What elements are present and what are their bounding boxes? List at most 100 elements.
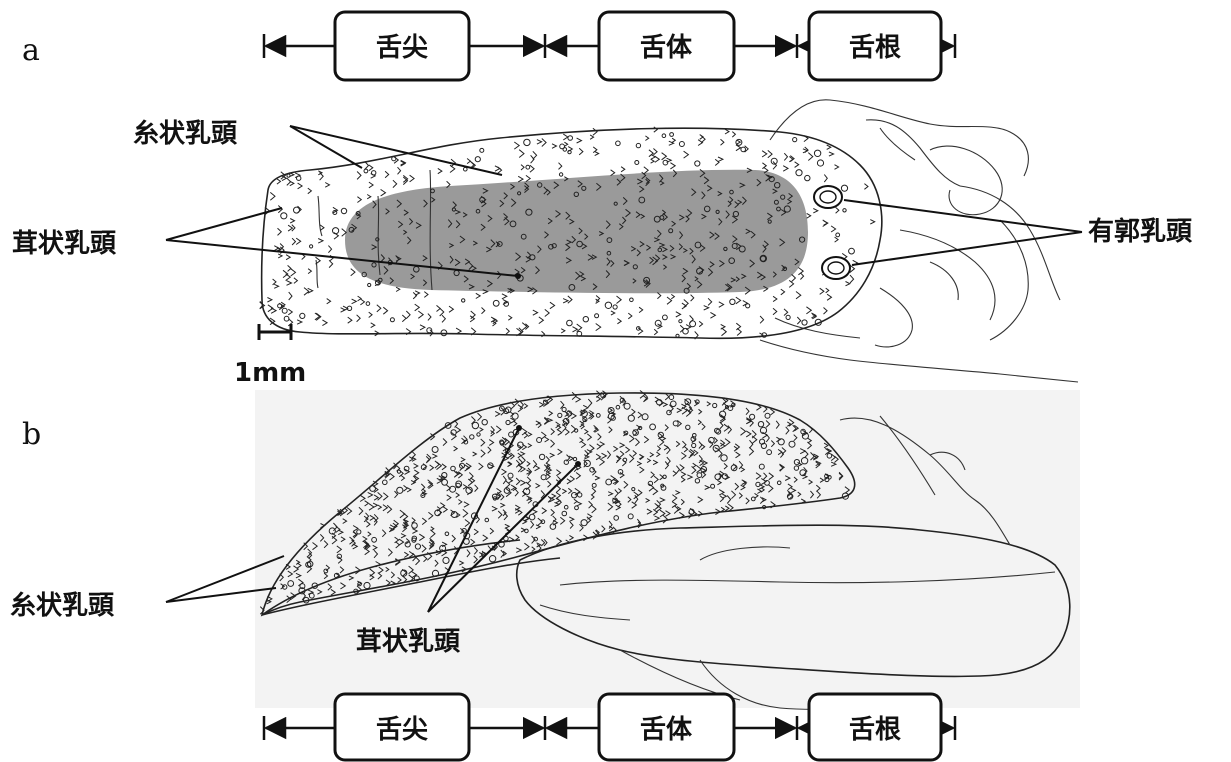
papilla-mark — [736, 297, 741, 304]
papilla-mark — [824, 308, 828, 315]
papilla-mark — [358, 296, 362, 301]
papilla-mark — [846, 282, 850, 286]
papilla-dot — [282, 308, 287, 313]
papilla-mark — [611, 170, 615, 176]
region-label-tip-a: 舌尖 — [376, 33, 428, 63]
region-ruler-b: 舌尖 舌体 舌根 — [264, 694, 955, 760]
papilla-mark — [722, 328, 727, 336]
papilla-mark — [530, 165, 534, 172]
papilla-mark — [743, 301, 748, 306]
papilla-dot — [613, 305, 617, 309]
papilla-mark — [385, 171, 389, 177]
tongue-base-tissue-a — [760, 100, 1078, 382]
papilla-mark — [438, 168, 442, 173]
papilla-mark — [286, 255, 290, 260]
papilla-mark — [393, 180, 397, 187]
papilla-mark — [542, 139, 546, 147]
papilla-dot — [676, 334, 679, 337]
papilla-mark — [415, 304, 420, 311]
papilla-mark — [691, 295, 694, 301]
papilla-mark — [410, 175, 415, 182]
papilla-mark — [835, 237, 839, 242]
papilla-mark — [398, 167, 401, 174]
papilla-mark — [651, 159, 655, 163]
papilla-mark — [670, 163, 675, 169]
papilla-dot — [635, 161, 639, 165]
label-fungiform-a: 茸状乳頭 — [12, 229, 117, 259]
panel-a: a 舌尖 舌体 舌根 — [12, 12, 1193, 388]
papilla-mark — [278, 228, 282, 235]
papilla-mark — [318, 239, 323, 244]
papilla-dot — [475, 157, 480, 162]
papilla-mark — [795, 162, 799, 168]
region-label-root-a: 舌根 — [849, 33, 901, 63]
papilla-dot — [368, 283, 371, 286]
papilla-mark — [437, 305, 441, 311]
papilla-mark — [796, 292, 801, 299]
papilla-mark — [808, 153, 813, 161]
papilla-mark — [721, 139, 724, 145]
papilla-mark — [710, 312, 715, 318]
papilla-mark — [568, 296, 572, 303]
papilla-mark — [773, 296, 777, 301]
papilla-mark — [781, 289, 785, 295]
papilla-dot — [364, 169, 368, 173]
papilla-mark — [288, 309, 292, 315]
papilla-dot — [605, 302, 611, 308]
papilla-mark — [732, 132, 735, 138]
papilla-mark — [654, 329, 657, 335]
papilla-mark — [450, 165, 455, 172]
papilla-mark — [563, 299, 568, 303]
papilla-mark — [760, 316, 764, 323]
papilla-mark — [298, 183, 303, 189]
papilla-mark — [508, 315, 512, 320]
papilla-dot — [730, 299, 735, 304]
papilla-dot — [662, 134, 666, 138]
papilla-mark — [792, 274, 796, 281]
papilla-mark — [291, 269, 296, 276]
scale-bar-label: 1mm — [234, 358, 306, 388]
papilla-mark — [773, 308, 777, 315]
papilla-mark — [369, 182, 373, 188]
papilla-dot — [663, 315, 668, 320]
papilla-mark — [325, 183, 329, 188]
papilla-mark — [424, 292, 428, 298]
papilla-mark — [737, 140, 741, 144]
papilla-mark — [784, 309, 788, 316]
label-filiform-b: 糸状乳頭 — [10, 591, 115, 621]
papilla-mark — [297, 320, 302, 324]
papilla-mark — [514, 142, 519, 149]
papilla-mark — [617, 296, 622, 304]
papilla-mark — [684, 151, 689, 158]
papilla-mark — [676, 312, 681, 317]
papilla-dot — [567, 320, 573, 326]
region-label-body-b: 舌体 — [640, 715, 693, 745]
papilla-mark — [621, 167, 625, 172]
papilla-mark — [360, 299, 364, 305]
papilla-mark — [294, 278, 298, 284]
papilla-dot — [341, 208, 346, 213]
papilla-mark — [343, 306, 348, 311]
papilla-mark — [533, 151, 537, 159]
papilla-mark — [428, 314, 431, 321]
papilla-mark — [762, 163, 766, 169]
papilla-mark — [442, 315, 445, 322]
papilla-mark — [287, 178, 291, 185]
papilla-dot — [849, 248, 855, 254]
papilla-dot — [636, 143, 640, 147]
papilla-mark — [789, 280, 793, 287]
papilla-mark — [519, 150, 524, 158]
papilla-mark — [287, 281, 292, 286]
papilla-mark — [292, 238, 295, 245]
papilla-mark — [657, 293, 660, 299]
papilla-mark — [568, 147, 572, 152]
papilla-mark — [502, 294, 507, 299]
papilla-mark — [593, 147, 597, 153]
papilla-mark — [617, 319, 621, 324]
papilla-mark — [357, 197, 361, 203]
papilla-mark — [797, 317, 800, 324]
papilla-mark — [550, 302, 555, 309]
panel-a-letter: a — [22, 33, 40, 68]
papilla-mark — [440, 308, 444, 316]
